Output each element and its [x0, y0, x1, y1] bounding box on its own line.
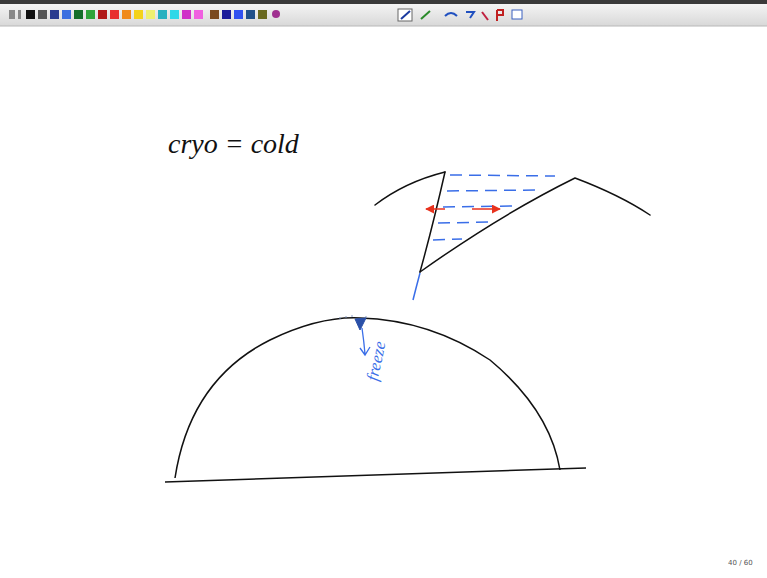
- toolbar-border: [0, 26, 767, 27]
- water-in-crack: [433, 175, 555, 240]
- page-number: 40 / 60: [728, 560, 753, 567]
- toolbar-icons: [9, 9, 522, 21]
- handwritten-note: cryo = cold: [168, 130, 299, 158]
- toolbar: [0, 4, 767, 26]
- window-border: [0, 0, 767, 4]
- ground-line: [165, 468, 586, 482]
- process-label: freeze: [364, 339, 389, 382]
- crack-extension: [413, 273, 420, 300]
- expansion-arrows: [426, 208, 500, 210]
- rock-crack-sketch: [375, 172, 650, 272]
- rock-dome: [175, 318, 560, 478]
- water-in-crack: [355, 318, 366, 330]
